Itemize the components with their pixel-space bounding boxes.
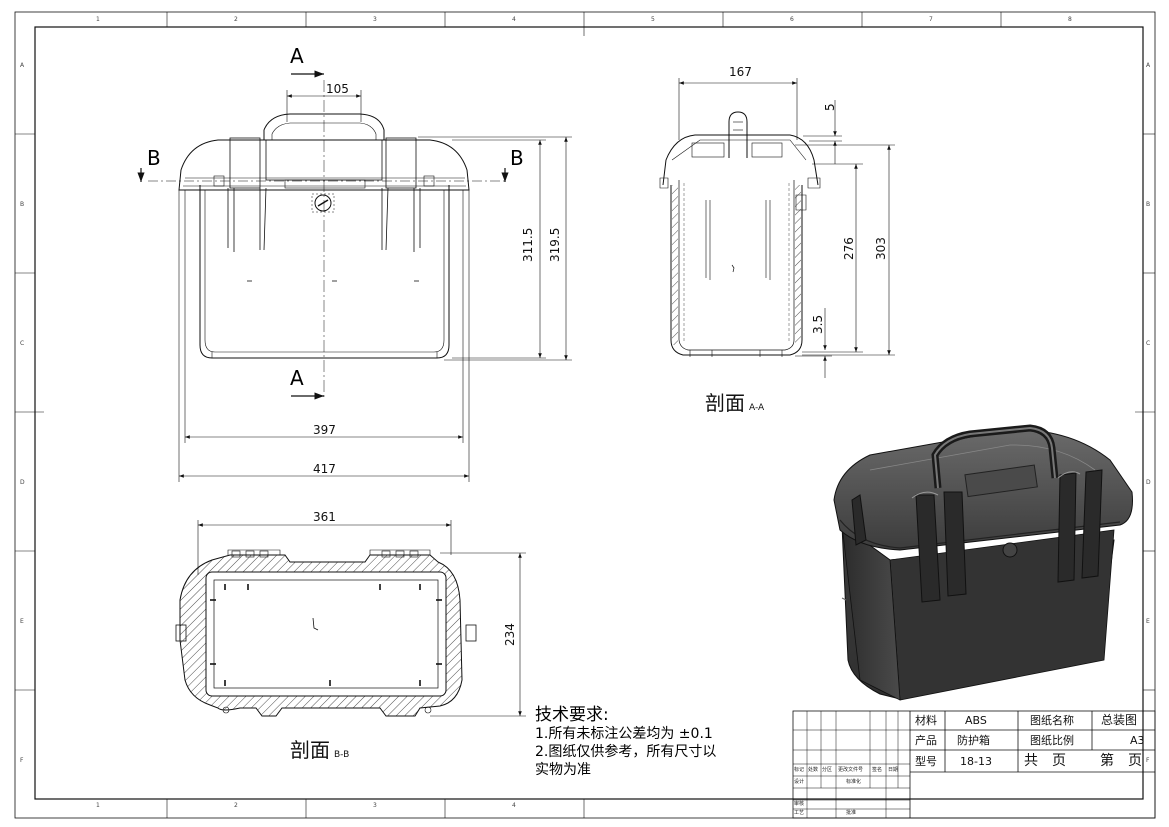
dim-aa-height-outer: 303 <box>874 237 888 260</box>
tb-drawing-name-label: 图纸名称 <box>1030 714 1074 727</box>
zone-bottom-2: 2 <box>234 802 238 809</box>
zone-right-d: D <box>1146 479 1151 486</box>
tech-requirement-line-1: 1.所有未标注公差均为 ±0.1 <box>535 726 713 742</box>
zone-right-e: E <box>1146 618 1150 625</box>
dim-width-outer: 417 <box>313 462 336 476</box>
tb-process-label: 工艺 <box>794 810 805 816</box>
zone-top-1: 1 <box>96 16 100 23</box>
tech-requirement-line-3: 实物为准 <box>535 762 591 778</box>
tech-requirements-title: 技术要求: <box>535 705 609 725</box>
cut-label-b-right: B <box>510 146 524 170</box>
tb-rev-header-count: 处数 <box>808 767 819 773</box>
cut-label-a-bottom: A <box>290 366 304 390</box>
zone-top-7: 7 <box>929 16 933 23</box>
tech-requirement-line-2: 2.图纸仅供参考，所有尺寸以 <box>535 744 717 760</box>
cut-label-b-left: B <box>147 146 161 170</box>
zone-top-6: 6 <box>790 16 794 23</box>
tb-scale-label: 图纸比例 <box>1030 734 1074 747</box>
tb-rev-header-zone: 分区 <box>822 767 833 773</box>
tb-rev-header-doc: 更改文件号 <box>838 767 864 773</box>
section-aa-view <box>659 78 895 378</box>
dim-aa-height-inner: 276 <box>842 237 856 260</box>
zone-left-e: E <box>20 618 24 625</box>
tb-sheet-number: 第 页 <box>1100 753 1142 769</box>
zone-right-f: F <box>1146 757 1150 764</box>
tb-rev-header-mark: 标记 <box>794 767 805 773</box>
zone-top-3: 3 <box>373 16 377 23</box>
zone-right-a: A <box>1146 62 1151 69</box>
zone-bottom-4: 4 <box>512 802 516 809</box>
dim-height-outer: 319.5 <box>548 227 562 262</box>
tb-scale-value: A3 <box>1130 734 1145 747</box>
dim-aa-bottom: 3.5 <box>811 314 825 334</box>
front-view <box>137 70 572 482</box>
tb-total-pages: 共 页 <box>1024 753 1066 769</box>
zone-left-d: D <box>20 479 25 486</box>
tb-model-label: 型号 <box>915 755 937 768</box>
tb-std-label: 标准化 <box>846 779 862 785</box>
tb-model-value: 18-13 <box>960 755 992 768</box>
dim-bb-width: 361 <box>313 510 336 524</box>
tb-drawing-name-value: 总装图 <box>1101 713 1138 727</box>
dim-handle-width: 105 <box>326 82 349 96</box>
zone-top-5: 5 <box>651 16 655 23</box>
isometric-render <box>833 424 1133 701</box>
zone-bottom-3: 3 <box>373 802 377 809</box>
zone-bottom-1: 1 <box>96 802 100 809</box>
tb-product-label: 产品 <box>915 734 937 747</box>
zone-top-8: 8 <box>1068 16 1072 23</box>
dim-bb-depth: 234 <box>503 623 517 646</box>
dim-aa-depth: 167 <box>729 65 752 79</box>
tb-product-value: 防护箱 <box>957 734 990 747</box>
tb-design-label: 设计 <box>794 779 805 785</box>
tb-rev-header-sign: 签名 <box>872 767 883 773</box>
tb-check-label: 审核 <box>794 801 805 807</box>
tb-approve-label: 批准 <box>846 810 857 816</box>
zone-left-a: A <box>20 62 25 69</box>
tech-requirements: 技术要求: 1.所有未标注公差均为 ±0.1 2.图纸仅供参考，所有尺寸以 实物… <box>535 705 716 779</box>
dim-width-inner: 397 <box>313 423 336 437</box>
tb-material-label: 材料 <box>915 714 937 727</box>
zone-left-c: C <box>20 340 25 347</box>
dim-height-inner: 311.5 <box>521 227 535 262</box>
zone-left-b: B <box>20 201 25 208</box>
zone-top-2: 2 <box>234 16 238 23</box>
title-block <box>792 710 1156 819</box>
dim-aa-top-offset: 5 <box>823 103 837 111</box>
zone-right-c: C <box>1146 340 1151 347</box>
section-bb-view <box>175 520 526 717</box>
zone-right-b: B <box>1146 201 1151 208</box>
tb-rev-header-date: 日期 <box>888 767 899 773</box>
zone-top-4: 4 <box>512 16 516 23</box>
tb-material-value: ABS <box>965 714 987 727</box>
sheet-frame <box>14 11 1156 819</box>
zone-left-f: F <box>20 757 24 764</box>
cut-label-a-top: A <box>290 44 304 68</box>
